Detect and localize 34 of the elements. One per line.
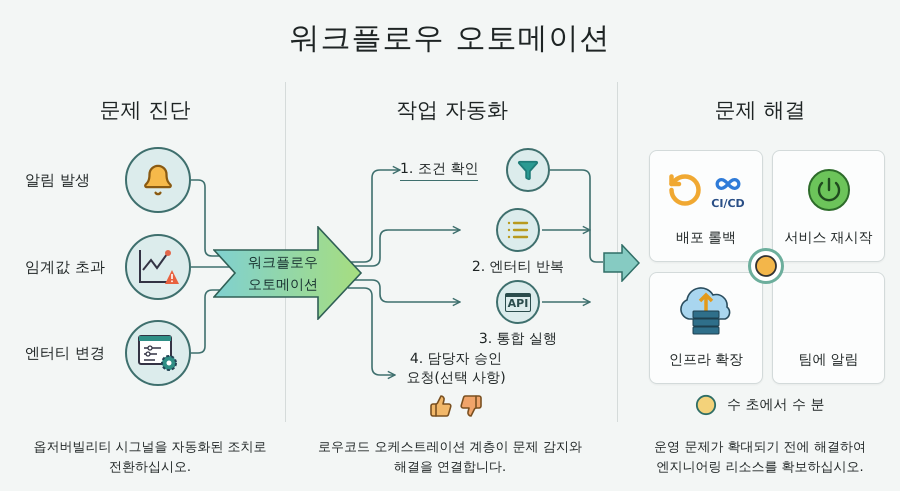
api-window-icon: API — [504, 292, 532, 312]
duration-label: 수 초에서 수 분 — [727, 396, 824, 414]
arrow — [542, 298, 591, 306]
arrow-label: 워크플로우 오토메이션 — [247, 254, 319, 295]
action-card — [772, 150, 885, 262]
action-card — [772, 272, 885, 384]
connector-line — [191, 266, 230, 268]
trigger-label: 엔터티 변경 — [25, 344, 105, 362]
step-label: 4. 담당자 승인 요청(선택 사항) — [405, 350, 507, 388]
trigger-label: 알림 발생 — [25, 170, 90, 190]
footer-note: 옵저버빌리티 시그널을 자동화된 조치로 전환하십시오. — [32, 439, 268, 476]
arrow — [350, 166, 401, 263]
arrow — [542, 226, 591, 234]
pipeline-label: CI/CD — [711, 196, 745, 210]
arrow — [348, 287, 396, 380]
action-label: 인프라 확장 — [668, 351, 744, 369]
step-label: 2. 엔터티 반복 — [472, 258, 564, 276]
trigger-label: 임계값 초과 — [25, 258, 105, 276]
footer-note: 운영 문제가 확대되기 전에 해결하여 엔지니어링 리소스를 확보하십시오. — [653, 439, 867, 476]
action-label: 배포 롤백 — [676, 229, 736, 247]
column-heading: 작업 자동화 — [395, 97, 509, 124]
diagram-title: 워크플로우 오토메이션 — [288, 20, 612, 58]
footer-note: 로우코드 오케스트레이션 계층이 문제 감지와 해결을 연결합니다. — [317, 439, 583, 476]
arrow — [354, 279, 461, 306]
action-label: 서비스 재시작 — [784, 229, 873, 247]
action-card — [649, 150, 763, 262]
action-label: 팀에 알림 — [798, 351, 859, 369]
column-heading: 문제 진단 — [98, 97, 192, 124]
connector-line — [550, 169, 603, 263]
column-heading: 문제 해결 — [714, 97, 806, 124]
step-label: 3. 통합 실행 — [478, 330, 558, 348]
step-label: 1. 조건 확인 — [400, 160, 478, 180]
action-card — [649, 272, 763, 384]
arrow — [354, 226, 461, 267]
